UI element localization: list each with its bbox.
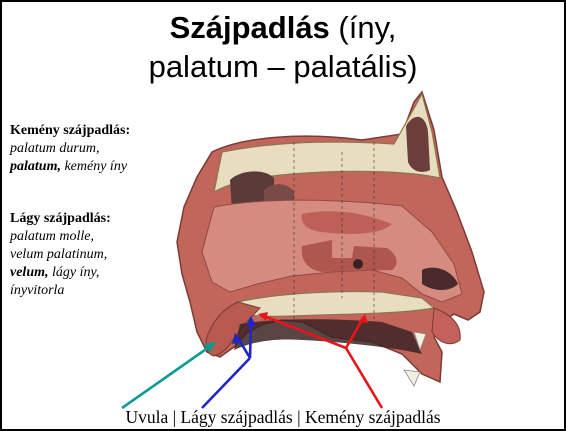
hard-palate-text: Kemény szájpadlás: palatum durum, palatu… xyxy=(10,122,130,176)
lower-tooth xyxy=(404,370,420,386)
soft-palate-text: Lágy szájpadlás: palatum molle, velum pa… xyxy=(10,210,111,300)
hard-palate-heading: Kemény szájpadlás: xyxy=(10,122,130,140)
title-rest: (íny, xyxy=(330,10,397,45)
title-line2: palatum – palatális) xyxy=(2,47,564,86)
hard-palate-latin: palatum durum, xyxy=(10,140,130,158)
soft-palate-alt: ínyvitorla xyxy=(10,282,111,300)
soft-palate-latin-2: velum palatinum, xyxy=(10,246,111,264)
title-bold: Szájpadlás xyxy=(170,10,330,45)
uvula-arrow xyxy=(122,342,216,408)
soft-palate-latin-1: palatum molle, xyxy=(10,228,111,246)
soft-palate-heading: Lágy szájpadlás: xyxy=(10,210,111,228)
arrow-caption: Uvula | Lágy szájpadlás | Kemény szájpad… xyxy=(2,406,564,428)
frontal-sinus xyxy=(406,117,430,172)
hard-palate-term: palatum, xyxy=(10,159,61,174)
concha-dot xyxy=(353,259,363,269)
slide-title: Szájpadlás (íny, palatum – palatális) xyxy=(2,8,564,86)
soft-palate-term-rest: lágy íny, xyxy=(49,265,100,280)
hard-palate-term-rest: kemény íny xyxy=(61,159,127,174)
soft-palate-term: velum, xyxy=(10,265,49,280)
